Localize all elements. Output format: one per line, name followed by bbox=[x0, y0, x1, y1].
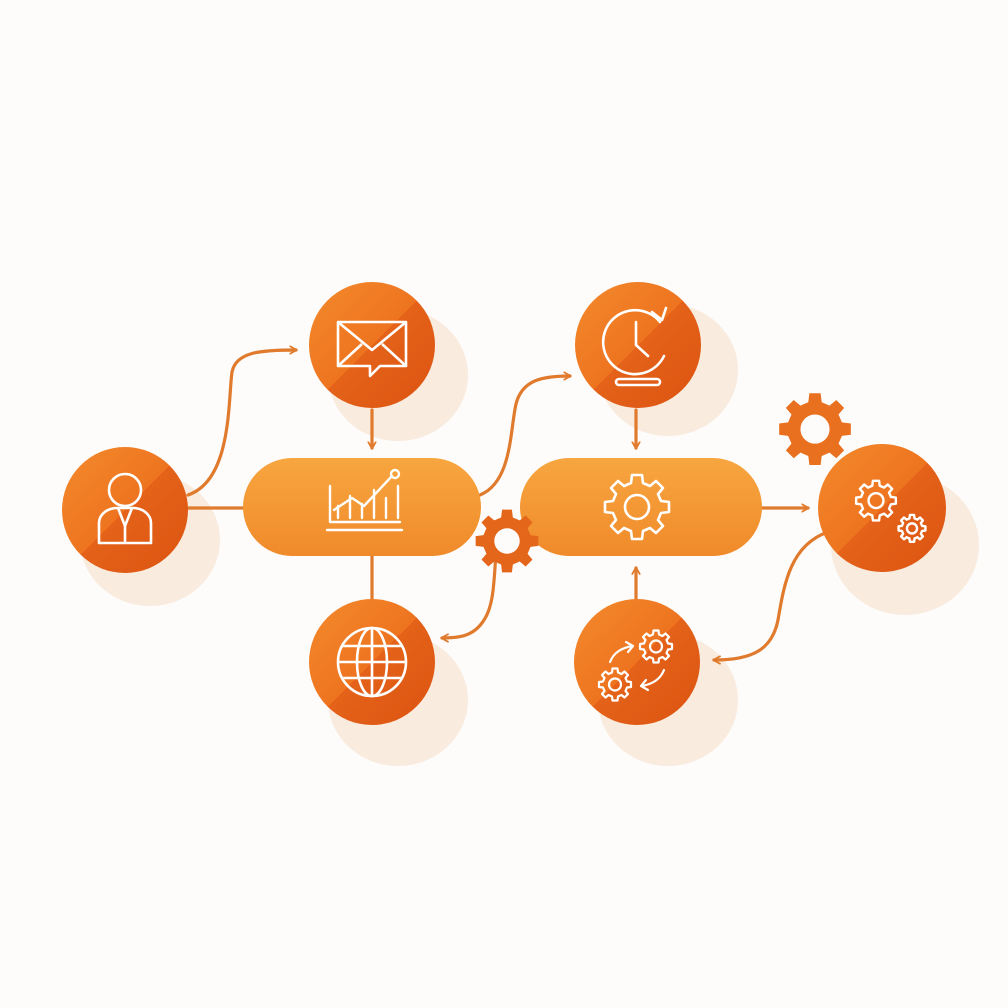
gear-icon bbox=[603, 473, 671, 541]
node-analytics[interactable] bbox=[243, 458, 481, 556]
node-processing[interactable] bbox=[520, 458, 762, 556]
node-email[interactable] bbox=[309, 282, 435, 408]
node-schedule[interactable] bbox=[575, 282, 701, 408]
edge-analytics-schedule bbox=[478, 376, 570, 497]
edge-user-email bbox=[186, 350, 296, 497]
globe-icon bbox=[336, 626, 408, 698]
clock-icon bbox=[601, 306, 668, 387]
node-sync[interactable] bbox=[574, 599, 700, 725]
envelope-icon bbox=[336, 320, 408, 378]
gear-icon bbox=[475, 509, 539, 573]
node-user[interactable] bbox=[62, 447, 188, 573]
gears-exchange-icon bbox=[597, 629, 674, 702]
edge-gear-web bbox=[442, 550, 498, 638]
gears-icon bbox=[854, 479, 927, 544]
edge-automation-sync bbox=[714, 530, 830, 660]
person-icon bbox=[97, 472, 153, 545]
node-web[interactable] bbox=[309, 599, 435, 725]
growth-chart-icon bbox=[325, 468, 404, 532]
node-automation[interactable] bbox=[818, 444, 946, 572]
gear-icon bbox=[779, 393, 851, 465]
connectors bbox=[186, 350, 830, 660]
